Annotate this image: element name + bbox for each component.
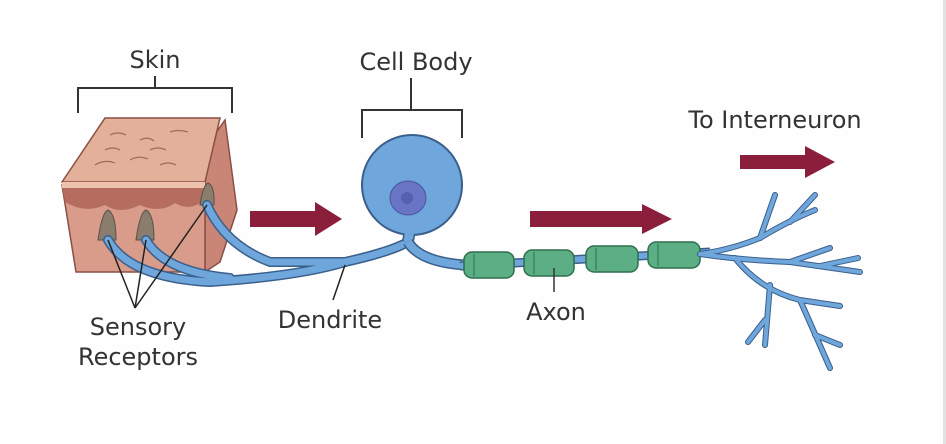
myelin-segment-1	[463, 251, 515, 279]
myelin-segment-2	[523, 249, 575, 277]
cell-body	[361, 134, 466, 271]
skin-label: Skin	[129, 46, 180, 74]
signal-arrows	[250, 146, 835, 236]
axon-terminals	[697, 192, 863, 371]
receptor-pointer-lines	[107, 204, 208, 309]
skin-top-face	[60, 117, 221, 183]
to-interneuron-label: To Interneuron	[687, 106, 861, 134]
sensory-receptor-3	[199, 182, 215, 206]
dendrite-pointer-line	[332, 264, 346, 301]
myelin-segment-3	[585, 245, 639, 273]
sensory-receptor-2	[135, 209, 155, 241]
axon	[459, 241, 711, 279]
dendrite-label: Dendrite	[278, 306, 382, 334]
axon-label: Axon	[526, 298, 586, 326]
cell-body-bracket	[361, 78, 463, 138]
skin-wrinkles	[94, 129, 189, 166]
skin-top-edge	[62, 182, 205, 188]
sensory-receptor-1	[97, 209, 117, 241]
arrow-right-icon	[250, 202, 342, 236]
arrow-right-icon	[740, 146, 835, 178]
sensory-receptors-label-line2: Receptors	[78, 343, 198, 371]
nucleolus	[401, 192, 413, 204]
myelin-sheath	[463, 241, 701, 279]
skin-block	[60, 117, 238, 274]
dendrite	[103, 200, 413, 288]
skin-epidermis	[62, 185, 205, 210]
skin-bracket	[77, 76, 233, 113]
sensory-receptors-label-line1: Sensory	[90, 313, 186, 341]
myelin-segment-4	[647, 241, 701, 269]
cell-body-label: Cell Body	[359, 48, 472, 76]
arrow-right-icon	[530, 204, 672, 234]
